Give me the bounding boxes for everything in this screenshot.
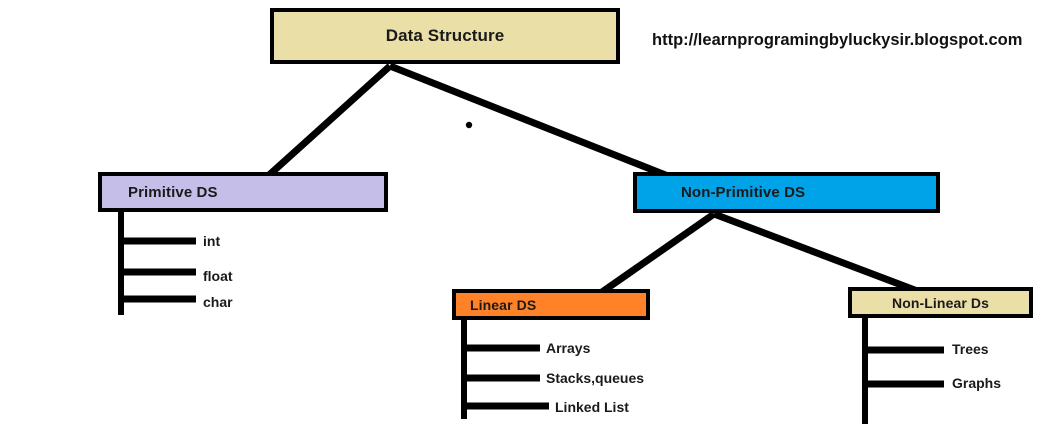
leaf-label-arrays: Arrays bbox=[546, 340, 591, 356]
leaf-label-stacks-queues: Stacks,queues bbox=[546, 370, 645, 386]
leaf-label-linked-list: Linked List bbox=[555, 399, 629, 415]
edge-root-to-primitive bbox=[265, 63, 393, 179]
node-primitive-ds-label: Primitive DS bbox=[128, 183, 218, 201]
leaf-label-float: float bbox=[203, 268, 233, 284]
watermark-url: http://learnprogramingbyluckysir.blogspo… bbox=[652, 31, 1023, 49]
node-primitive-ds[interactable]: Primitive DS bbox=[98, 172, 388, 212]
leaf-label-graphs: Graphs bbox=[952, 375, 1002, 391]
stray-dot-artifact bbox=[465, 121, 473, 129]
node-non-linear-ds[interactable]: Non-Linear Ds bbox=[848, 287, 1033, 318]
leaf-label-trees: Trees bbox=[952, 341, 989, 357]
leaf-label-int: int bbox=[203, 233, 221, 249]
edge-nonprimitive-to-linear bbox=[599, 211, 717, 295]
node-data-structure-label: Data Structure bbox=[385, 26, 505, 45]
leaf-label-char: char bbox=[203, 294, 233, 310]
edge-nonprimitive-to-nonlinear bbox=[712, 210, 922, 296]
node-data-structure[interactable]: Data Structure bbox=[270, 8, 620, 64]
node-linear-ds[interactable]: Linear DS bbox=[452, 289, 650, 320]
node-non-primitive-ds[interactable]: Non-Primitive DS bbox=[633, 172, 940, 213]
node-non-linear-ds-label: Non-Linear Ds bbox=[892, 294, 989, 311]
edge-root-to-nonprimitive bbox=[388, 62, 670, 180]
node-non-primitive-ds-label: Non-Primitive DS bbox=[681, 184, 806, 201]
node-linear-ds-label: Linear DS bbox=[470, 296, 537, 313]
